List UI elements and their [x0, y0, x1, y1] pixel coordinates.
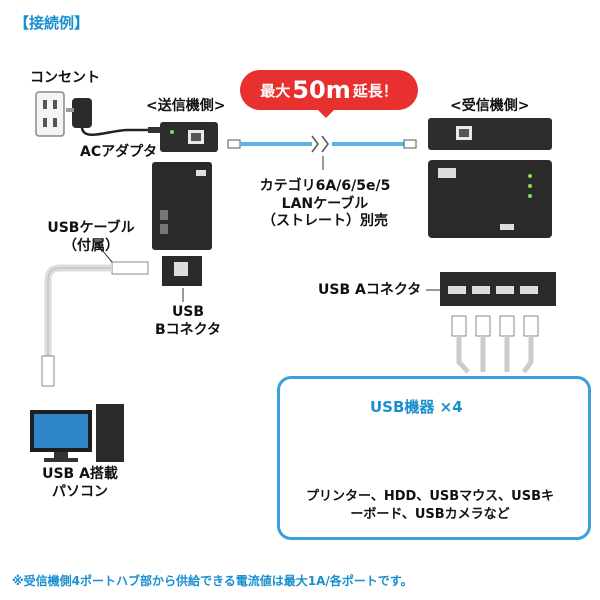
- usb-devices-list: プリンター、HDD、USBマウス、USBキーボード、USBカメラなど: [306, 489, 554, 523]
- usb-cable-label-line1: USBケーブル: [47, 220, 135, 236]
- sender-label: <送信機側>: [146, 98, 226, 114]
- usb-a-ports-icon: [440, 272, 556, 306]
- usb-b-label-line2: Bコネクタ: [154, 321, 222, 338]
- usb-devices-box: [277, 376, 591, 540]
- ac-adapter-label: ACアダプタ: [80, 144, 158, 160]
- usb-cable-label: USBケーブル （付属）: [36, 220, 146, 255]
- ac-adapter-icon: [66, 98, 162, 137]
- section-title: 【接続例】: [14, 14, 90, 32]
- usb-b-label-line1: USB: [171, 304, 205, 320]
- sender-unit-side-icon: [152, 162, 212, 250]
- wall-outlet-icon: [35, 91, 65, 137]
- usb-devices-title: USB機器 ×4: [370, 398, 463, 416]
- usb-b-port-icon: [162, 256, 202, 286]
- pc-icon: [30, 404, 124, 462]
- outlet-label: コンセント: [30, 70, 100, 86]
- max-extension-callout: 最大 50m 延長！: [240, 70, 418, 110]
- callout-suffix: 延長！: [352, 81, 398, 100]
- lan-cable-label-line3: （ストレート）別売: [262, 213, 388, 229]
- receiver-unit-body-icon: [428, 160, 552, 238]
- usb-a-label: USB Aコネクタ: [318, 282, 422, 298]
- receiver-unit-front-icon: [428, 118, 552, 150]
- lan-cable-label: カテゴリ6A/6/5e/5 LANケーブル （ストレート）別売: [250, 178, 400, 231]
- usb-b-label: USB Bコネクタ: [148, 304, 228, 339]
- sender-unit-front-icon: [160, 122, 218, 152]
- lan-cable-label-line2: LANケーブル: [281, 195, 369, 212]
- pc-label-line1: USB A搭載: [42, 466, 118, 482]
- pc-label-line2: パソコン: [52, 483, 108, 500]
- pc-label: USB A搭載 パソコン: [28, 466, 132, 501]
- lan-cable: [227, 135, 417, 170]
- usb-a-plugs-icon: [451, 315, 539, 374]
- usb-cable: [41, 249, 149, 387]
- lan-cable-label-line1: カテゴリ6A/6/5e/5: [259, 178, 391, 194]
- callout-prefix: 最大: [260, 81, 291, 100]
- footnote: ※受信機側4ポートハブ部から供給できる電流値は最大1A/各ポートです。: [12, 574, 413, 588]
- receiver-label: <受信機側>: [450, 98, 530, 114]
- callout-number: 50m: [292, 76, 351, 104]
- callout-pointer: [316, 108, 336, 118]
- usb-cable-label-line2: （付属）: [63, 237, 119, 254]
